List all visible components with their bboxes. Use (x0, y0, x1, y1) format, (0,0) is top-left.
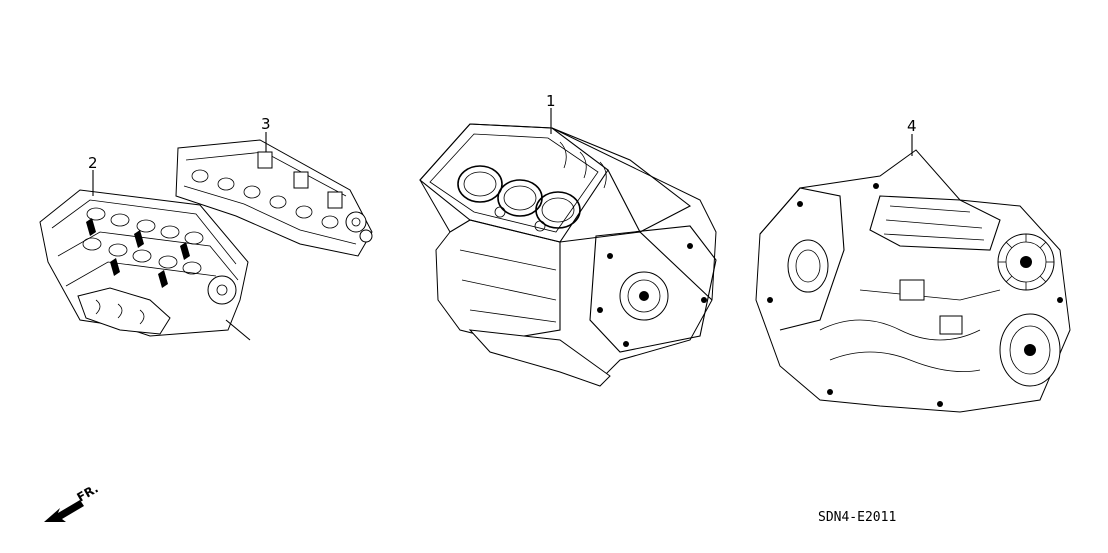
arrow-front-icon (44, 500, 84, 522)
callout-3: 3 (261, 115, 271, 133)
cylinder-head-front (39, 189, 251, 341)
diagram-code: SDN4-E2011 (818, 510, 896, 525)
transmission (755, 149, 1071, 413)
front-direction-label: FR. (75, 481, 101, 504)
engine-block (419, 123, 717, 387)
callout-4: 4 (907, 117, 917, 135)
callout-2: 2 (88, 154, 98, 172)
cylinder-head-rear (175, 139, 373, 257)
callout-1: 1 (546, 92, 556, 110)
